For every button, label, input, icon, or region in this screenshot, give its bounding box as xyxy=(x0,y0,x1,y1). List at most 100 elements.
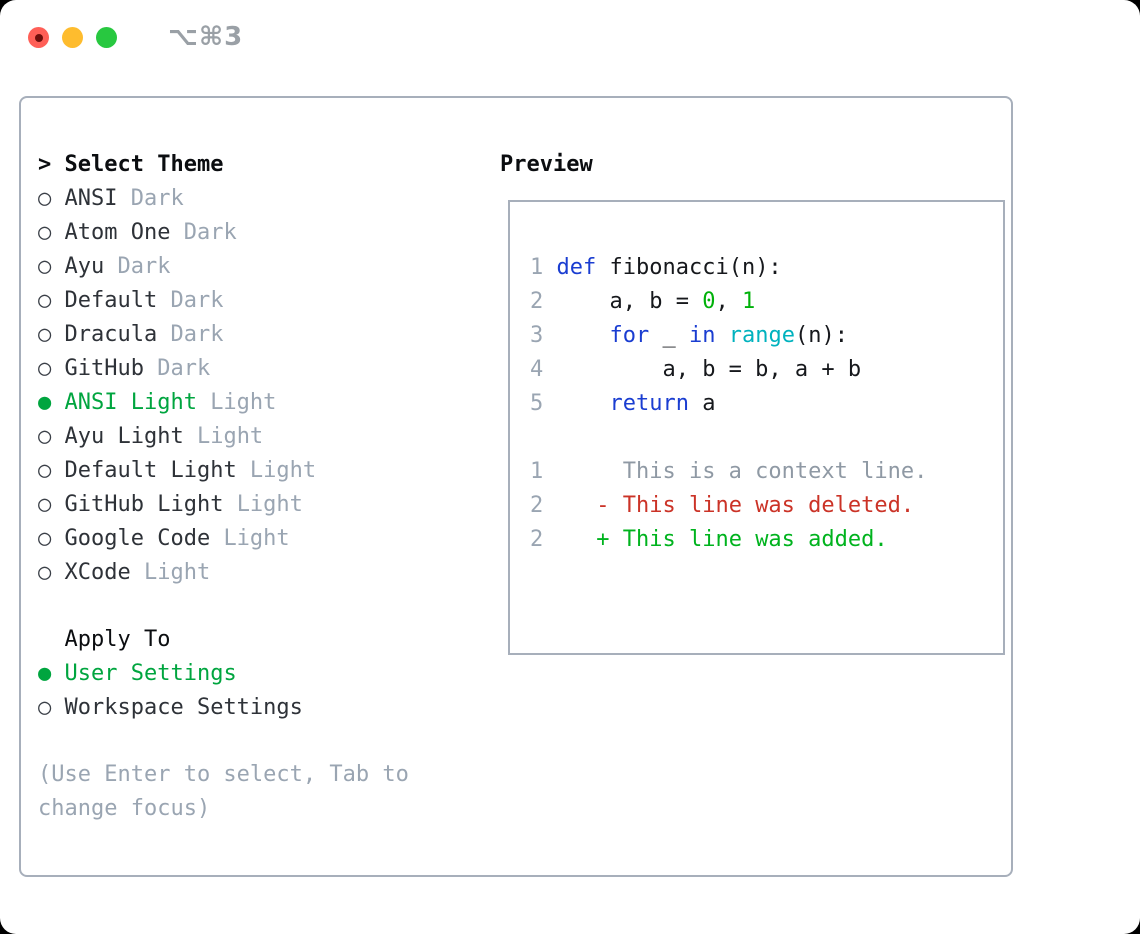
code-line: 2 a, b = 0, 1 xyxy=(530,285,1003,319)
option-label: Ayu xyxy=(64,254,105,279)
code-line xyxy=(530,421,1003,455)
option-label: User Settings xyxy=(64,661,237,686)
radio-unselected-icon: ○ xyxy=(38,322,65,347)
theme-option-ayu[interactable]: ○ Ayu Dark xyxy=(38,250,316,284)
code-segment-plain: a xyxy=(688,391,716,416)
option-badge: Dark xyxy=(183,220,237,245)
code-segment-plain: _ xyxy=(649,323,689,348)
option-badge: Dark xyxy=(170,288,224,313)
radio-unselected-icon: ○ xyxy=(38,356,65,381)
code-line: 3 for _ in range(n): xyxy=(530,319,1003,353)
line-number: 1 xyxy=(530,255,557,280)
code-line: 1 def fibonacci(n): xyxy=(530,251,1003,285)
theme-option-dracula[interactable]: ○ Dracula Dark xyxy=(38,318,316,352)
close-button[interactable] xyxy=(28,27,49,48)
option-badge: Light xyxy=(210,390,277,415)
line-number xyxy=(530,425,557,450)
window-title-shortcut: ⌥⌘3 xyxy=(168,22,244,52)
option-label: XCode xyxy=(64,560,131,585)
option-label: GitHub Light xyxy=(64,492,224,517)
theme-option-github-light[interactable]: ○ GitHub Light Light xyxy=(38,488,316,522)
radio-unselected-icon: ○ xyxy=(38,288,65,313)
radio-unselected-icon: ○ xyxy=(38,492,65,517)
code-segment-plain xyxy=(557,391,610,416)
theme-option-ayu-light[interactable]: ○ Ayu Light Light xyxy=(38,420,316,454)
radio-unselected-icon: ○ xyxy=(38,526,65,551)
code-segment-plain: (n): xyxy=(794,323,848,348)
option-label: GitHub xyxy=(64,356,144,381)
line-number: 5 xyxy=(530,391,557,416)
apply-option-workspace-settings[interactable]: ○ Workspace Settings xyxy=(38,691,303,725)
apply-to-section: Apply To ● User Settings○ Workspace Sett… xyxy=(38,623,303,725)
apply-to-header: Apply To xyxy=(64,627,171,652)
option-label: ANSI xyxy=(64,186,118,211)
option-badge: Dark xyxy=(170,322,224,347)
code-segment-added: + This line was added. xyxy=(596,527,888,552)
radio-unselected-icon: ○ xyxy=(38,560,65,585)
option-label: Default Light xyxy=(64,458,237,483)
line-number: 1 xyxy=(530,459,557,484)
code-line: 5 return a xyxy=(530,387,1003,421)
option-badge: Dark xyxy=(130,186,184,211)
option-label: Ayu Light xyxy=(64,424,184,449)
theme-option-github[interactable]: ○ GitHub Dark xyxy=(38,352,316,386)
radio-unselected-icon: ○ xyxy=(38,254,65,279)
radio-unselected-icon: ○ xyxy=(38,458,65,483)
line-number: 3 xyxy=(530,323,557,348)
option-badge: Dark xyxy=(117,254,171,279)
minimize-button[interactable] xyxy=(62,27,83,48)
code-segment-plain xyxy=(557,527,597,552)
code-line: 2 + This line was added. xyxy=(530,523,1003,557)
option-label: Workspace Settings xyxy=(64,695,303,720)
radio-unselected-icon: ○ xyxy=(38,186,65,211)
code-segment-keyword: in xyxy=(688,323,716,348)
theme-option-atom-one[interactable]: ○ Atom One Dark xyxy=(38,216,316,250)
option-badge: Light xyxy=(223,526,290,551)
theme-list-header: > Select Theme xyxy=(38,148,316,182)
radio-unselected-icon: ○ xyxy=(38,424,65,449)
code-line: 2 - This line was deleted. xyxy=(530,489,1003,523)
theme-option-xcode[interactable]: ○ XCode Light xyxy=(38,556,316,590)
code-segment-keyword: return xyxy=(609,391,689,416)
code-segment-plain xyxy=(557,493,597,518)
radio-unselected-icon: ○ xyxy=(38,220,65,245)
option-badge: Light xyxy=(236,492,303,517)
option-badge: Light xyxy=(196,424,264,449)
line-number: 2 xyxy=(530,493,557,518)
code-segment-plain: , xyxy=(715,289,742,314)
zoom-button[interactable] xyxy=(96,27,117,48)
theme-option-ansi[interactable]: ○ ANSI Dark xyxy=(38,182,316,216)
line-number: 4 xyxy=(530,357,557,382)
radio-unselected-icon: ○ xyxy=(38,695,65,720)
option-label: Dracula xyxy=(64,322,158,347)
code-segment-plain xyxy=(715,323,728,348)
cursor-prefix: > xyxy=(38,152,65,177)
code-segment-number: 1 xyxy=(741,289,756,314)
option-label: Google Code xyxy=(64,526,211,551)
code-segment-plain: a, b = xyxy=(556,289,703,314)
apply-option-user-settings[interactable]: ● User Settings xyxy=(38,657,303,691)
radio-selected-icon: ● xyxy=(38,661,65,686)
code-segment-keyword: def xyxy=(556,255,597,280)
line-number: 2 xyxy=(530,289,557,314)
code-segment-plain xyxy=(557,323,610,348)
code-segment-context: This is a context line. xyxy=(556,459,928,484)
code-segment-number: 0 xyxy=(702,289,716,314)
option-label: Atom One xyxy=(64,220,171,245)
code-segment-keyword: for xyxy=(609,323,650,348)
theme-list-title: Select Theme xyxy=(64,152,224,177)
theme-option-google-code[interactable]: ○ Google Code Light xyxy=(38,522,316,556)
close-button-dot-icon xyxy=(34,33,43,42)
code-segment-deleted: - This line was deleted. xyxy=(596,493,915,518)
option-badge: Light xyxy=(143,560,211,585)
option-badge: Dark xyxy=(157,356,211,381)
code-line: 4 a, b = b, a + b xyxy=(530,353,1003,387)
code-line: 1 This is a context line. xyxy=(530,455,1003,489)
code-segment-plain: a, b = b, a + b xyxy=(556,357,862,382)
titlebar: ⌥⌘3 xyxy=(0,0,1140,76)
